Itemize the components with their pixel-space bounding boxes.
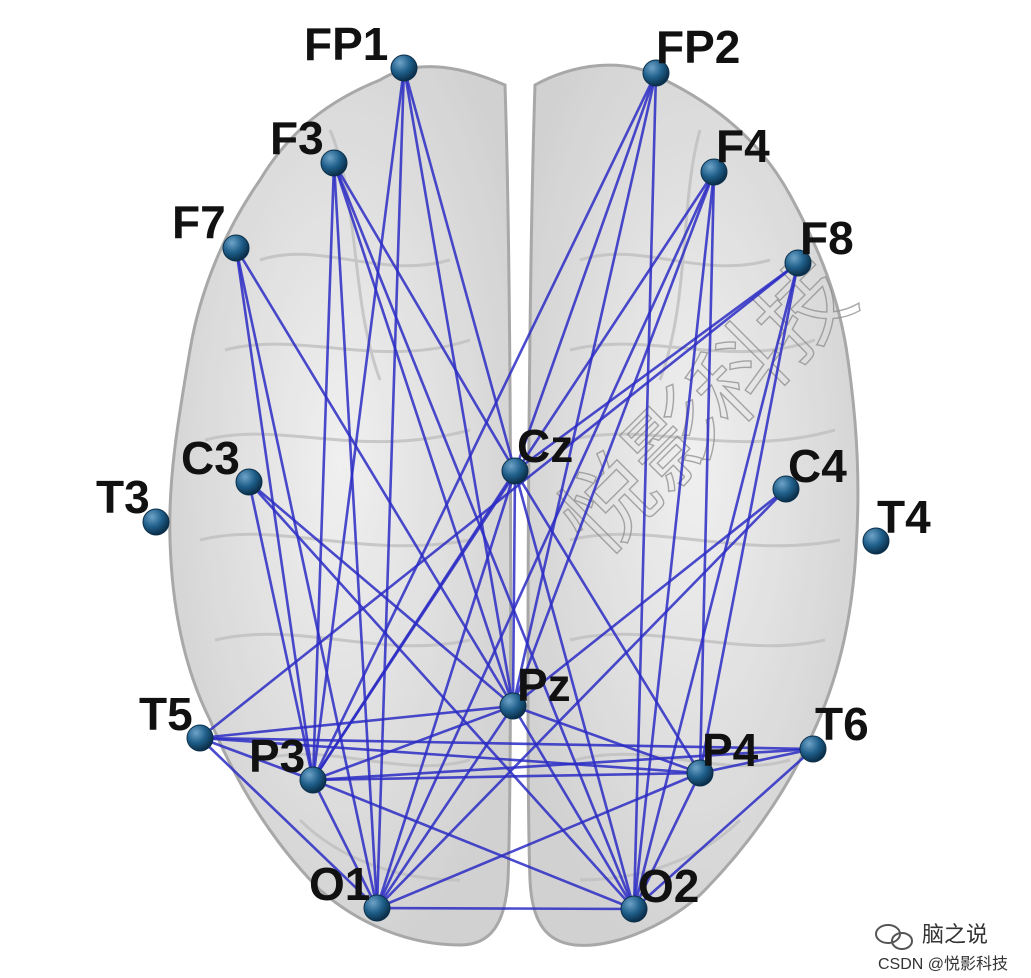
connection-f3-o1 <box>332 162 379 909</box>
electrode-node-t3 <box>142 508 170 536</box>
right-hemisphere <box>526 63 860 947</box>
connection-f3-pz <box>332 162 515 707</box>
connection-f3-cz <box>332 162 517 472</box>
connection-cz-p4 <box>513 470 702 774</box>
electrode-label-t4: T4 <box>877 491 931 543</box>
electrode-label-p4: P4 <box>702 724 759 776</box>
connection-c3-pz <box>248 481 514 707</box>
electrode-label-f8: F8 <box>800 212 854 264</box>
electrode-node-t6 <box>799 735 827 763</box>
electrode-label-p3: P3 <box>249 730 305 782</box>
electrode-label-o2: O2 <box>638 860 699 912</box>
electrode-label-fp2: FP2 <box>656 21 740 73</box>
connection-f7-pz <box>234 247 515 707</box>
electrode-node-o1 <box>363 894 391 922</box>
electrode-node-t5 <box>186 724 214 752</box>
electrode-label-t5: T5 <box>139 688 193 740</box>
connection-o1-o2 <box>376 906 635 911</box>
connection-fp2-pz <box>511 72 658 707</box>
electrode-node-f4 <box>700 158 728 186</box>
electrode-node-t4 <box>862 527 890 555</box>
electrode-label-f4: F4 <box>716 120 770 172</box>
connection-f8-o2 <box>632 262 800 910</box>
electrode-label-f3: F3 <box>270 112 324 164</box>
connection-c4-o1 <box>376 488 787 909</box>
connection-f3-o2 <box>332 162 636 910</box>
left-hemisphere <box>168 65 513 947</box>
electrode-label-t6: T6 <box>815 698 869 750</box>
connection-c4-pz <box>512 487 787 708</box>
electrode-node-c4 <box>772 475 800 503</box>
connection-p3-o2 <box>312 778 635 911</box>
connection-cz-p3 <box>311 470 517 781</box>
connection-pz-o2 <box>511 705 636 910</box>
electrode-label-c4: C4 <box>788 440 847 492</box>
electrode-node-fp1 <box>390 54 418 82</box>
connection-fp1-o1 <box>375 67 406 909</box>
connection-f4-o1 <box>375 171 716 909</box>
credit-line-2: CSDN @悦影科技 <box>878 955 1008 973</box>
connection-t5-p4 <box>199 736 701 775</box>
credit-block: 脑之说 CSDN @悦影科技 <box>875 922 1008 973</box>
connection-f8-t5 <box>199 261 799 740</box>
connection-p4-o1 <box>376 771 701 910</box>
connection-p3-t6 <box>312 747 814 782</box>
electrode-node-f3 <box>320 149 348 177</box>
electrode-node-p4 <box>686 759 714 787</box>
connection-f4-o2 <box>632 171 716 910</box>
connection-f4-pz <box>511 171 716 707</box>
connection-cz-o2 <box>513 470 636 910</box>
connection-fp1-p3 <box>311 67 406 781</box>
electrode-label-c3: C3 <box>181 432 240 484</box>
electrode-label-f7: F7 <box>172 196 226 248</box>
connection-p4-o2 <box>632 772 702 910</box>
connection-t5-o1 <box>199 737 378 909</box>
electrode-node-f7 <box>222 234 250 262</box>
connection-fp1-pz <box>402 67 515 707</box>
connection-p4-t6 <box>699 747 814 775</box>
connection-f7-o1 <box>234 247 379 909</box>
connection-c3-o2 <box>248 481 635 910</box>
electrode-node-f8 <box>784 249 812 277</box>
connection-t5-pz <box>199 704 514 740</box>
connection-f4-p4 <box>698 171 716 774</box>
connection-lines <box>199 67 814 911</box>
electrode-label-pz: Pz <box>517 659 571 711</box>
electrode-node-pz <box>499 692 527 720</box>
electrode-node-p3 <box>299 766 327 794</box>
electrode-nodes <box>142 54 890 923</box>
connection-f7-p3 <box>234 247 315 781</box>
connection-t6-o2 <box>633 748 814 910</box>
electrode-node-c3 <box>235 468 263 496</box>
connection-p3-p4 <box>312 771 701 782</box>
connection-t5-p3 <box>199 736 314 782</box>
electrode-node-o2 <box>620 895 648 923</box>
electrode-node-cz <box>501 457 529 485</box>
connection-cz-pz <box>511 470 517 707</box>
electrode-node-fp2 <box>642 59 670 87</box>
connection-cz-o1 <box>375 470 517 909</box>
electrode-label-o1: O1 <box>309 858 370 910</box>
credit-line-1: 脑之说 <box>922 922 988 947</box>
connection-pz-p4 <box>512 704 701 775</box>
connection-fp2-cz <box>513 72 658 472</box>
connection-p3-o1 <box>311 779 379 909</box>
connection-fp2-p3 <box>311 72 658 781</box>
electrode-label-fp1: FP1 <box>304 18 388 70</box>
electrode-label-cz: Cz <box>517 420 573 472</box>
connection-c3-p3 <box>247 481 315 781</box>
connection-pz-o1 <box>375 705 515 909</box>
connection-f8-cz <box>514 261 799 473</box>
electrode-label-t3: T3 <box>96 471 150 523</box>
connection-pz-p3 <box>312 704 514 782</box>
wechat-icon <box>875 924 913 950</box>
connection-f3-p3 <box>311 162 336 781</box>
connection-t5-t6 <box>199 736 814 751</box>
